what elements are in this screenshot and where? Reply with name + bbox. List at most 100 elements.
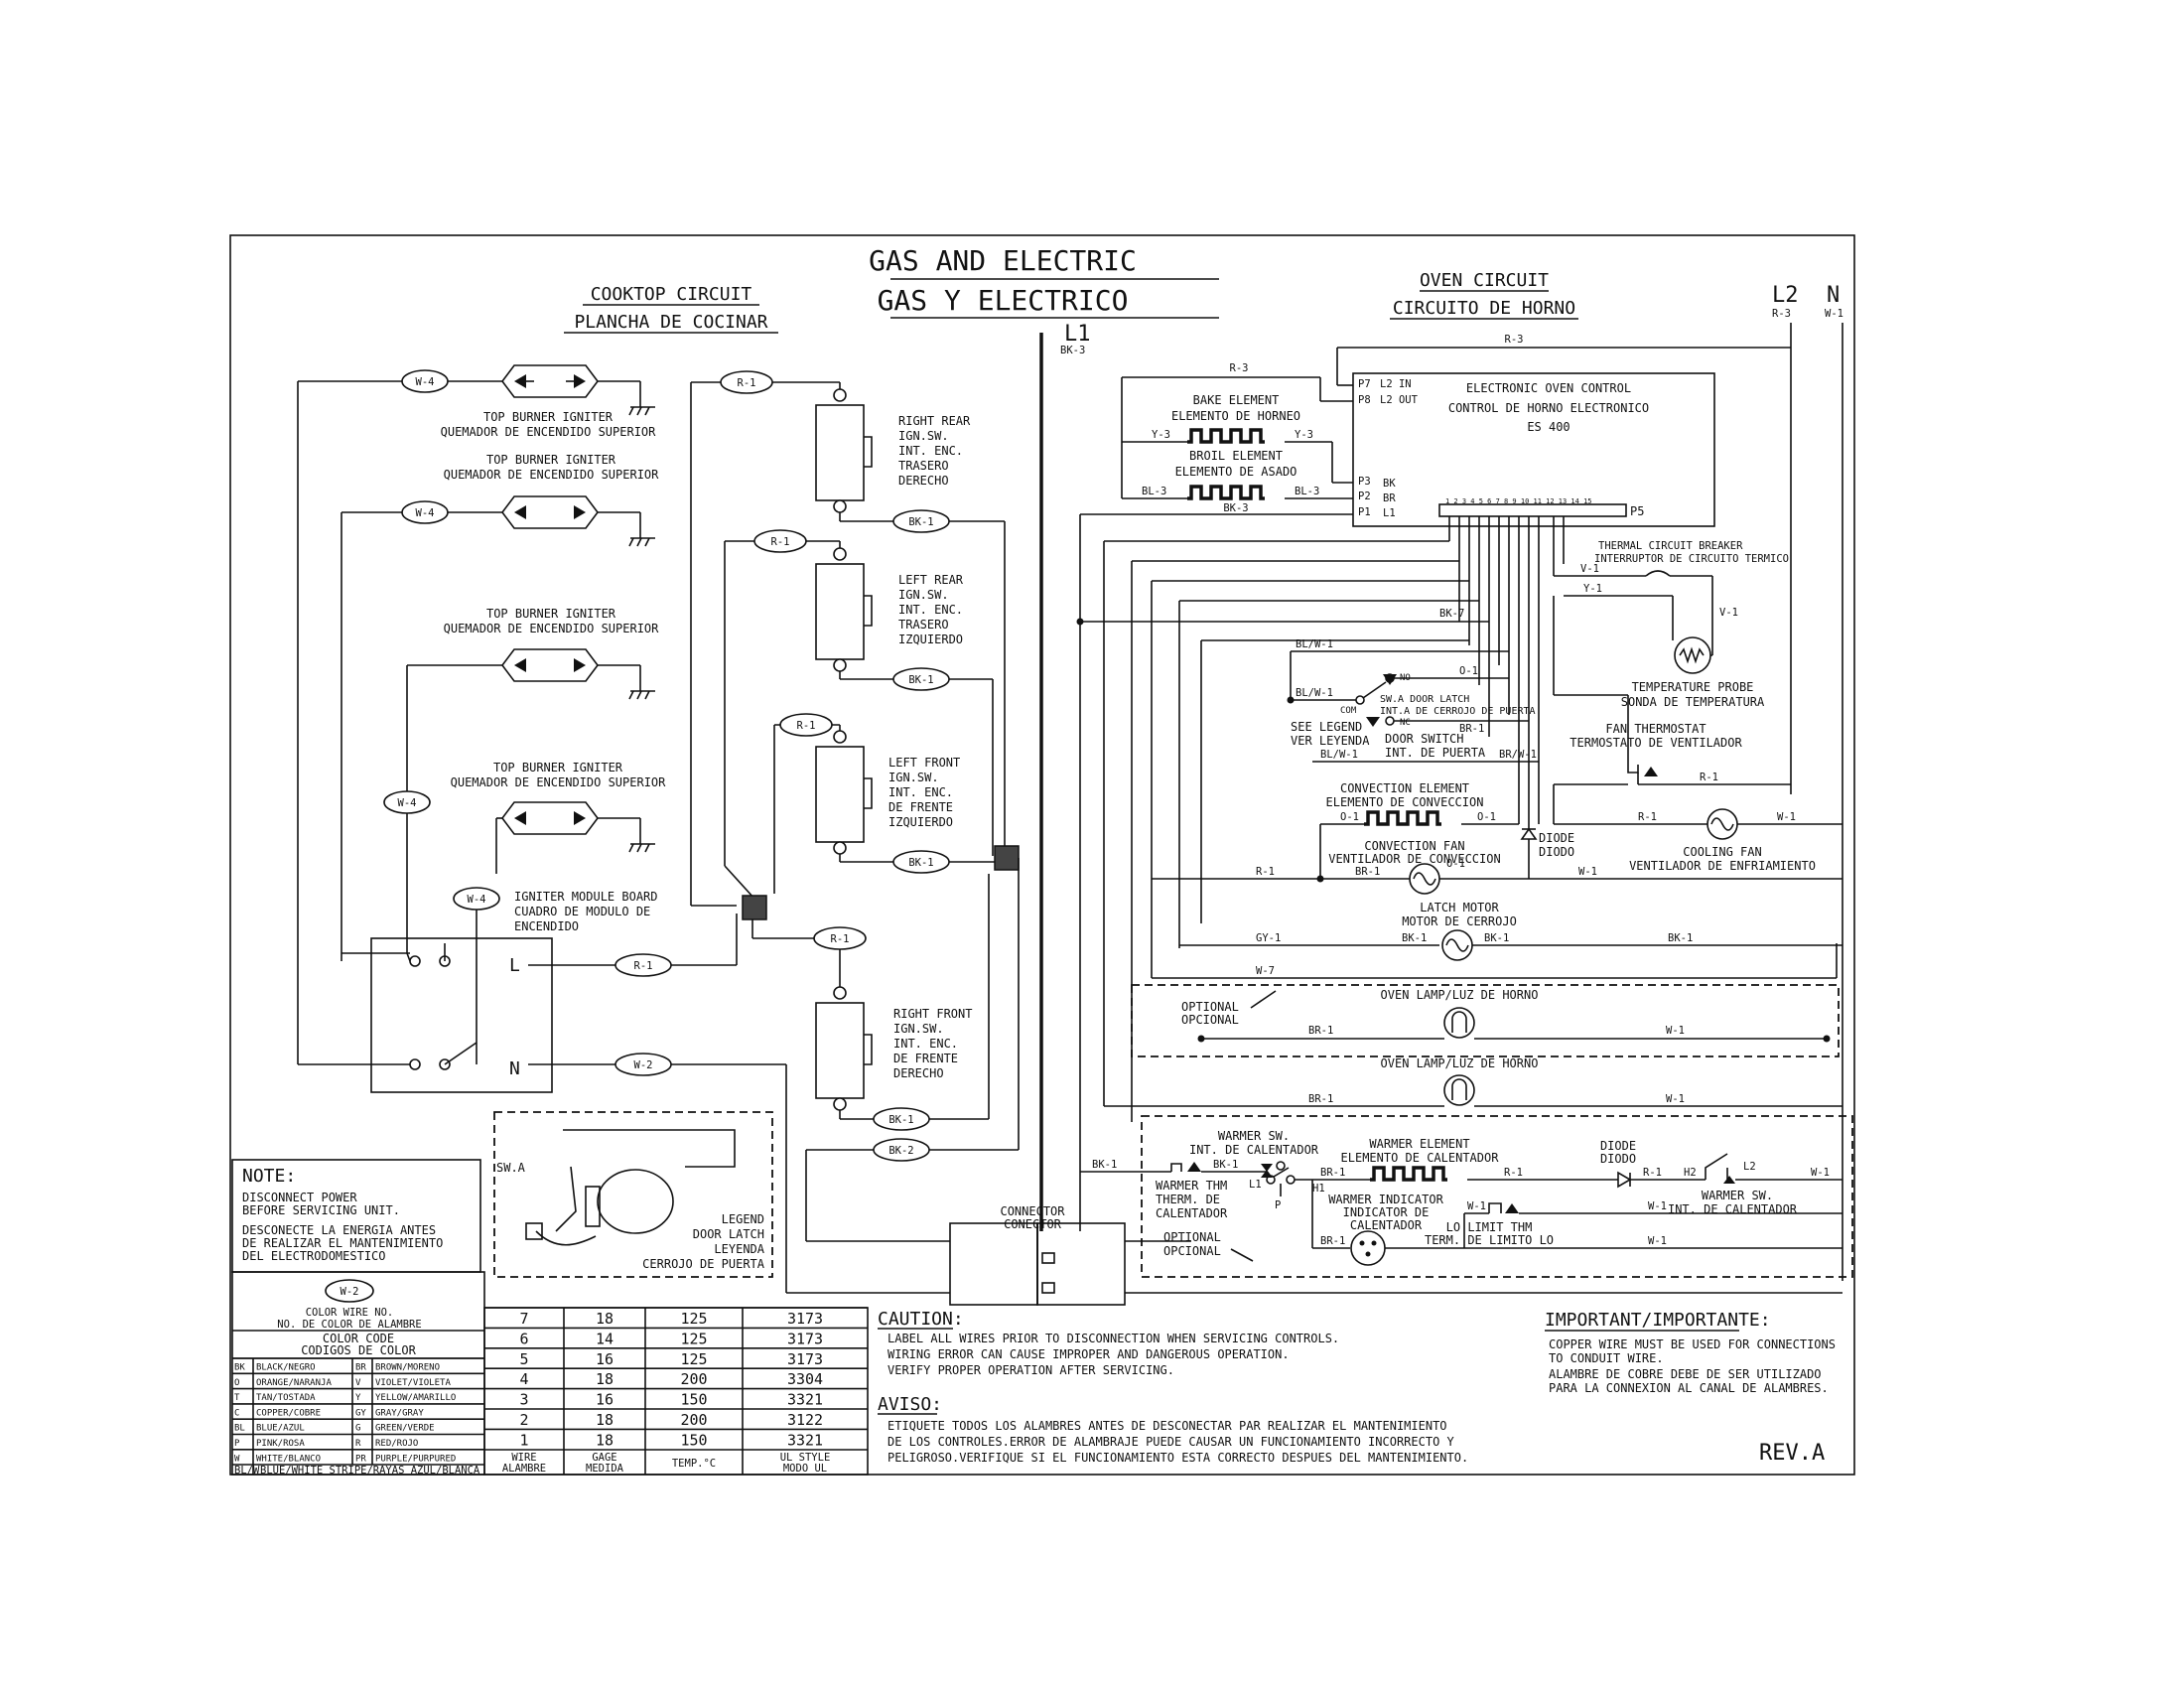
bake-label: BAKE ELEMENT <box>1193 393 1280 407</box>
wire-table-cell: 3173 <box>787 1310 823 1328</box>
note-l5: DEL ELECTRODOMESTICO <box>242 1249 386 1263</box>
bk1-wire-rf: BK-1 <box>888 1114 913 1126</box>
fan-thermostat-label: FAN THERMOSTAT <box>1605 722 1706 736</box>
color-code-cell: PURPLE/PURPURED <box>375 1454 456 1464</box>
door-latch-icon <box>525 1129 736 1246</box>
warmer-bk1-left: BK-1 <box>1092 1159 1117 1171</box>
module-term-l: L <box>509 955 520 976</box>
convection-element-icon <box>1364 810 1441 826</box>
probe-label: TEMPERATURE PROBE <box>1632 680 1754 694</box>
optional-label-1: OPTIONAL <box>1181 1000 1239 1014</box>
broil-label: BROIL ELEMENT <box>1189 449 1283 463</box>
caution-l2: WIRING ERROR CAN CAUSE IMPROPER AND DANG… <box>887 1347 1290 1361</box>
wire-table-cell: 3173 <box>787 1330 823 1347</box>
connector-block <box>949 1222 1126 1306</box>
oven-lamp-icon <box>1443 1074 1475 1106</box>
conv-fan-label: CONVECTION FAN <box>1364 839 1464 853</box>
color-code-cell: P <box>234 1439 240 1449</box>
warmer-switch-icon <box>1261 1161 1296 1185</box>
important-l1: COPPER WIRE MUST BE USED FOR CONNECTIONS <box>1549 1337 1836 1351</box>
control-p2: P2 <box>1358 491 1371 502</box>
lamp-1-w1: W-1 <box>1666 1025 1685 1037</box>
broil-wire-right: BL-3 <box>1295 486 1319 497</box>
wire-col-ul: UL STYLE <box>780 1452 831 1464</box>
wire-table-cell: 125 <box>680 1330 707 1347</box>
bake-wire-left: Y-3 <box>1152 429 1170 441</box>
wire-table-cell: 3173 <box>787 1350 823 1368</box>
wire-table-cell: 150 <box>680 1431 707 1449</box>
warmer-h2: H2 <box>1684 1167 1697 1179</box>
wire-table-cell: 3304 <box>787 1370 823 1388</box>
latch-legend-3: LEYENDA <box>714 1242 764 1256</box>
igniter-2-label-es: QUEMADOR DE ENCENDIDO SUPERIOR <box>444 468 660 482</box>
ign-sw-3-l2: IGN.SW. <box>888 771 939 784</box>
control-p7: P7 <box>1358 378 1371 390</box>
latch-motor-bk-right: BK-1 <box>1484 932 1509 944</box>
warmer-l1: L1 <box>1249 1179 1262 1191</box>
color-code-cell: BK <box>234 1363 245 1373</box>
wire-col-wire-es: ALAMBRE <box>502 1463 546 1475</box>
lamp-w7: W-7 <box>1256 965 1275 977</box>
warmer-r1: R-1 <box>1504 1167 1523 1179</box>
control-p2-label: BR <box>1383 492 1396 504</box>
aviso-title: AVISO: <box>878 1394 942 1415</box>
ground-icon <box>628 843 655 853</box>
color-code-title: COLOR CODE <box>323 1332 394 1345</box>
warmer-indicator-icon <box>1350 1230 1386 1266</box>
igniter-2 <box>501 495 599 529</box>
p5-pins: 1 2 3 4 5 6 7 8 9 10 11 12 13 14 15 <box>1445 497 1592 505</box>
door-latch-switch-icon <box>1355 673 1397 727</box>
important-title: IMPORTANT/IMPORTANTE: <box>1545 1310 1771 1331</box>
module-term-n: N <box>509 1058 520 1079</box>
color-code-title-es: CODIGOS DE COLOR <box>301 1343 416 1357</box>
bk7-wire: BK-7 <box>1439 608 1464 620</box>
door-see-legend-es: VER LEYENDA <box>1291 734 1370 748</box>
conv-o1-left: O-1 <box>1340 811 1359 823</box>
latch-motor-label: LATCH MOTOR <box>1420 901 1499 914</box>
wire-table-cell: 18 <box>596 1431 614 1449</box>
diode-label-es: DIODO <box>1539 845 1574 859</box>
connector-label-es: CONECTOR <box>1004 1217 1062 1231</box>
oven-title: OVEN CIRCUIT <box>1420 270 1549 291</box>
tcb-v1: V-1 <box>1580 563 1599 575</box>
control-p1: P1 <box>1358 506 1371 518</box>
warmer-w1-right: W-1 <box>1811 1167 1830 1179</box>
color-code-cell: BL <box>234 1424 245 1434</box>
warmer-thm-3: CALENTADOR <box>1156 1206 1228 1220</box>
igniter-1-wire: W-4 <box>416 376 435 388</box>
bk1-wire-lf: BK-1 <box>908 857 933 869</box>
fan-thermostat-r1: R-1 <box>1700 772 1718 783</box>
latch-motor-bk-left: BK-1 <box>1402 932 1427 944</box>
ign-sw-4-l5: DERECHO <box>893 1066 944 1080</box>
wire-table-cell: 125 <box>680 1310 707 1328</box>
warmer-ind-1: WARMER INDICATOR <box>1328 1193 1443 1206</box>
ign-sw-4-l1: RIGHT FRONT <box>893 1007 972 1021</box>
bk2-wire: BK-2 <box>888 1145 913 1157</box>
latch-legend-sw: SW.A <box>496 1161 526 1175</box>
ground-icon <box>628 406 655 416</box>
ign-sw-3-l4: DE FRENTE <box>888 800 953 814</box>
igniter-4-wire: W-4 <box>398 797 417 809</box>
wire-table-cell: 4 <box>519 1370 528 1388</box>
color-code-cell: Y <box>355 1393 361 1403</box>
lo-limit-label-es: TERM. DE LIMITO LO <box>1425 1233 1554 1247</box>
caution-l3: VERIFY PROPER OPERATION AFTER SERVICING. <box>887 1363 1174 1377</box>
door-com: COM <box>1340 706 1357 716</box>
ign-switch-left-front <box>815 730 873 855</box>
wire-table-cell: 3122 <box>787 1411 823 1429</box>
n-wire: W-1 <box>1825 308 1843 320</box>
lamp-2-br1: BR-1 <box>1308 1093 1333 1105</box>
door-brw: BR/W-1 <box>1499 749 1537 761</box>
color-wire-label-es: NO. DE COLOR DE ALAMBRE <box>277 1319 421 1331</box>
color-code-cell: VIOLET/VIOLETA <box>375 1378 451 1388</box>
door-br1: BR-1 <box>1459 723 1484 735</box>
fan-thermostat-label-es: TERMOSTATO DE VENTILADOR <box>1570 736 1742 750</box>
lamp-1-br1: BR-1 <box>1308 1025 1333 1037</box>
door-blw-bottom: BL/W-1 <box>1320 749 1358 761</box>
warmer-element-label-es: ELEMENTO DE CALENTADOR <box>1341 1151 1500 1165</box>
door-nc: NC <box>1400 718 1411 728</box>
probe-v1: V-1 <box>1719 607 1738 619</box>
color-code-last-name: BLUE/WHITE STRIPE/RAYAS AZUL/BLANCA <box>260 1465 480 1477</box>
igniter-1 <box>501 364 599 398</box>
cooling-fan-w1: W-1 <box>1777 811 1796 823</box>
